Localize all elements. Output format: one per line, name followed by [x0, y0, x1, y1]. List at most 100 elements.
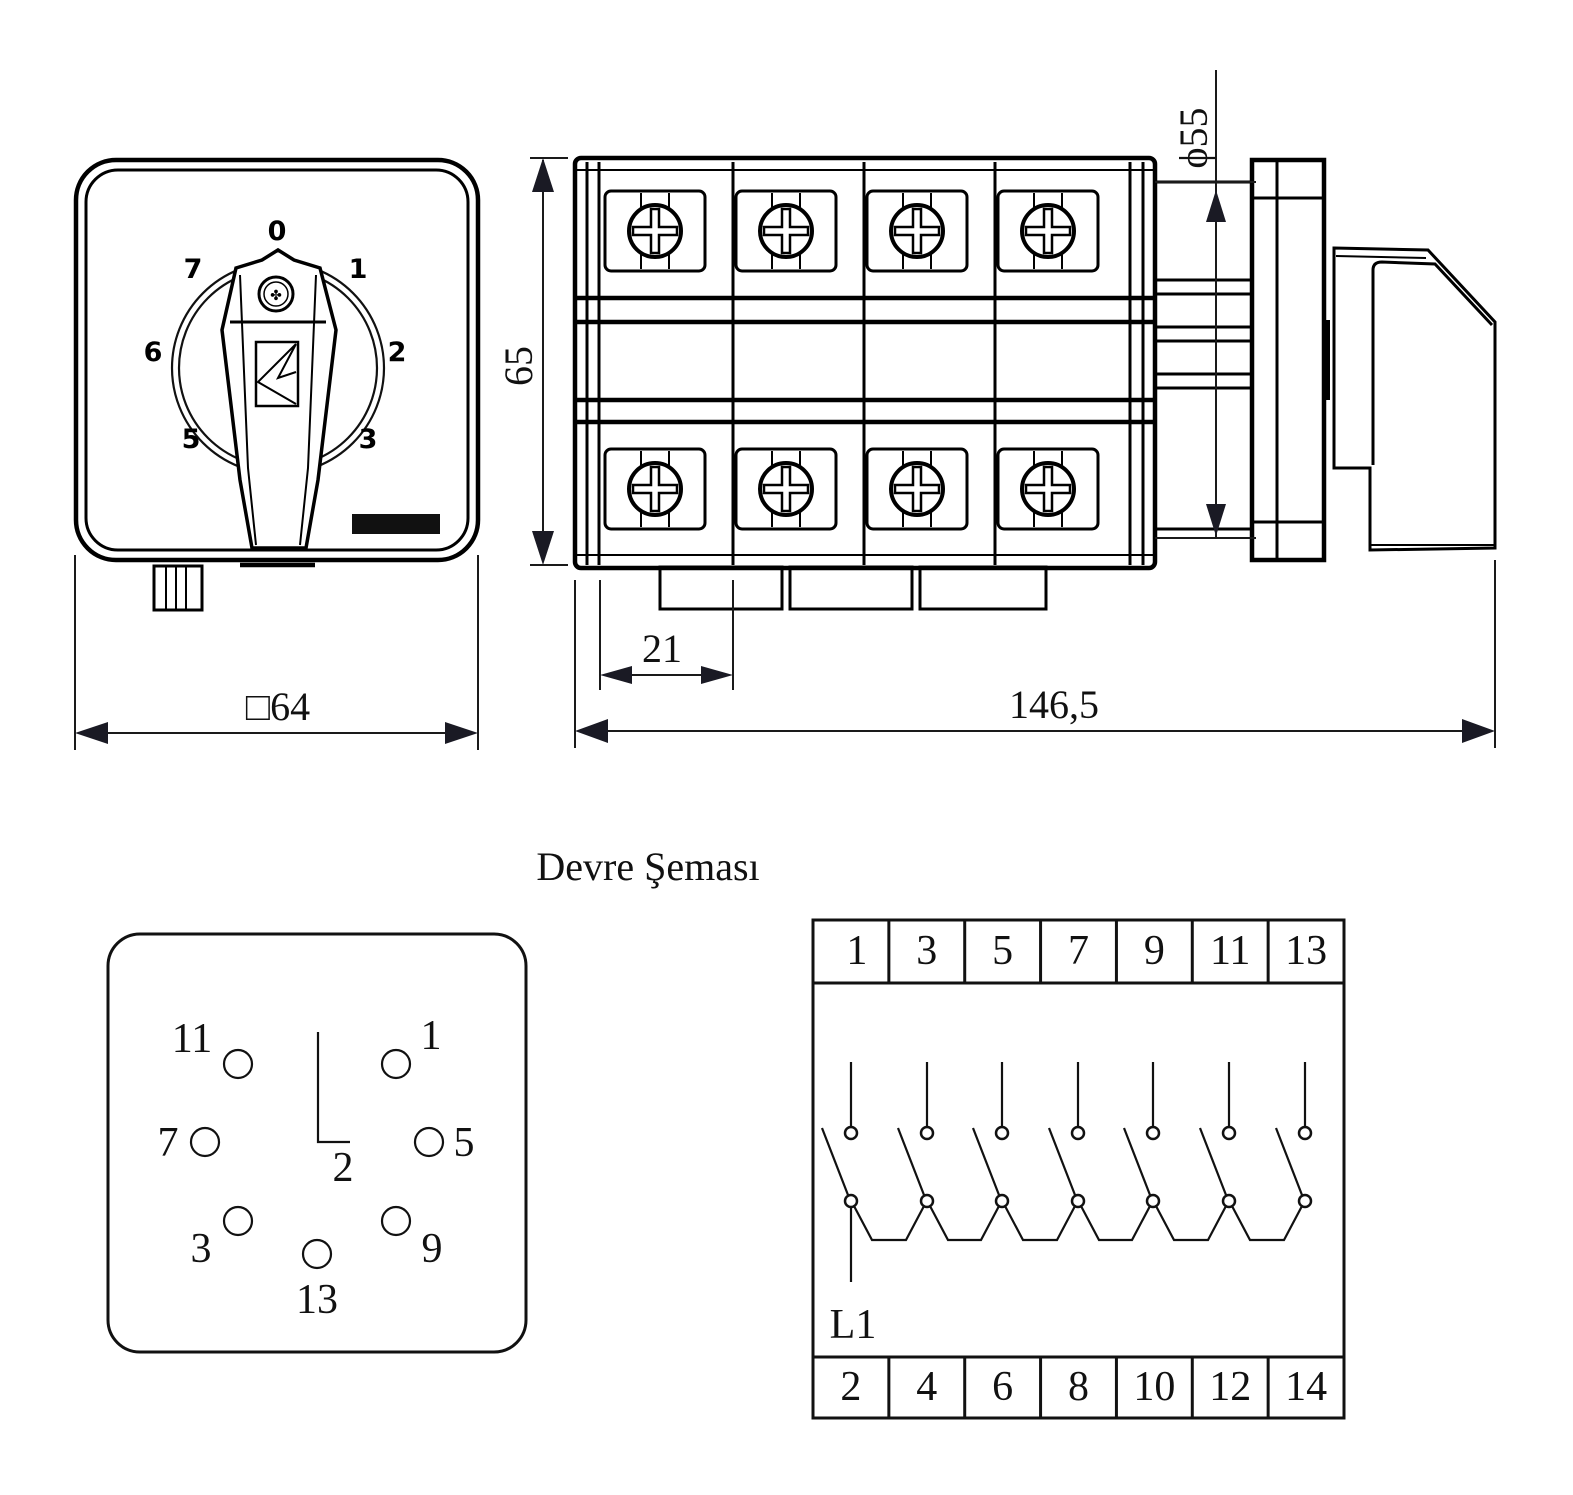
- bottom-terminal-label: 6: [992, 1364, 1013, 1410]
- bottom-terminal-label: 12: [1209, 1364, 1251, 1410]
- top-terminal-label: 11: [1210, 928, 1250, 974]
- screw-cross-icon: [1024, 207, 1072, 255]
- front-housing-outer: [73, 157, 481, 563]
- moving-blade: [1274, 1127, 1304, 1196]
- bus-link: [1004, 1205, 1076, 1242]
- dial-label-6: 6: [144, 337, 163, 368]
- top-terminal-label: 1: [846, 928, 867, 974]
- switch-contact: [1198, 1062, 1303, 1242]
- handle-side-edge: [1335, 255, 1427, 259]
- pivot-contact: [1297, 1193, 1313, 1209]
- handle-screw-ring: [263, 281, 289, 307]
- dial-label-0: 0: [268, 216, 287, 247]
- pivot-contact: [994, 1193, 1010, 1209]
- terminal-screw: [996, 189, 1100, 273]
- bus-link: [853, 1205, 925, 1242]
- dimension-diameter-label: ϕ55: [1171, 107, 1216, 168]
- switch-contact: [971, 1062, 1076, 1242]
- screw-cross-icon: ✤: [270, 288, 282, 304]
- top-terminal-label: 3: [916, 928, 937, 974]
- handle-side-inner: [1371, 260, 1494, 465]
- screw-cross-icon: [631, 465, 679, 513]
- terminal-label-1: 1: [421, 1013, 442, 1059]
- dimension-total-length-label: 146,5: [1009, 682, 1099, 727]
- dimension-diameter: [1155, 70, 1256, 539]
- schematic-frame: [811, 918, 1346, 1420]
- dimension-height: [530, 157, 568, 566]
- plate-washer: [1322, 320, 1330, 400]
- terminal-hole-5: [413, 1126, 445, 1158]
- terminal-label-13: 13: [296, 1277, 338, 1323]
- screw-cross-icon: [893, 207, 941, 255]
- foot-2: [788, 565, 914, 611]
- terminal-layout-frame: [106, 932, 528, 1354]
- dimension-front-width-label: □64: [246, 684, 310, 729]
- top-terminal-label: 9: [1144, 928, 1165, 974]
- input-label-l1: L1: [830, 1302, 877, 1348]
- dimension-front-width: [74, 555, 479, 750]
- bus-link: [1231, 1205, 1303, 1242]
- dial-label-2: 2: [388, 337, 407, 368]
- dimension-pitch-label: 21: [642, 626, 682, 671]
- terminal-label-11: 11: [172, 1016, 212, 1062]
- terminal-hole-13: [301, 1238, 333, 1270]
- screw-cross-icon: [1024, 465, 1072, 513]
- handle-side-profile[interactable]: [1332, 246, 1497, 552]
- terminal-screw: [865, 447, 969, 531]
- bottom-terminal-label: 14: [1285, 1364, 1327, 1410]
- dial-label-7: 7: [184, 254, 203, 285]
- handle-edge-left: [239, 274, 257, 546]
- terminal-screw: [996, 447, 1100, 531]
- fixed-contact: [843, 1125, 859, 1141]
- top-terminal-label: 7: [1068, 928, 1089, 974]
- terminal-label-3: 3: [191, 1226, 212, 1272]
- bottom-terminal-label: 10: [1133, 1364, 1175, 1410]
- switch-contact: [820, 1062, 925, 1242]
- bus-link: [1155, 1205, 1227, 1242]
- switch-contact: [1047, 1062, 1151, 1242]
- terminal-label-2: 2: [333, 1145, 354, 1191]
- pivot-contact: [1145, 1193, 1161, 1209]
- top-terminal-label: 5: [992, 928, 1013, 974]
- terminal-screw: [603, 189, 707, 273]
- terminal-hole-7: [189, 1126, 221, 1158]
- fixed-contact: [1070, 1125, 1086, 1141]
- handle-edge-right: [299, 274, 317, 546]
- fixed-contact: [1221, 1125, 1237, 1141]
- terminal-hole-3: [222, 1205, 254, 1237]
- bus-link: [929, 1205, 1000, 1242]
- pivot-contact: [1221, 1193, 1237, 1209]
- dimension-pitch: [599, 580, 734, 690]
- side-view: [572, 155, 1497, 611]
- bottom-terminal-label: 4: [916, 1364, 937, 1410]
- screw-cross-icon: [762, 207, 810, 255]
- padlock-knob: [152, 564, 204, 612]
- switch-contact: [1122, 1062, 1227, 1242]
- screw-cross-icon: [762, 465, 810, 513]
- terminal-label-5: 5: [454, 1120, 475, 1166]
- pivot-contact: [1070, 1193, 1086, 1209]
- dial-label-3: 3: [359, 424, 378, 455]
- terminal-screw: [603, 447, 707, 531]
- front-housing-inner: [84, 168, 470, 552]
- terminal-2-marker: [316, 1032, 350, 1144]
- terminal-hole-11: [222, 1048, 254, 1080]
- moving-blade: [820, 1127, 850, 1196]
- moving-blade: [1122, 1127, 1152, 1196]
- moving-blade: [896, 1127, 926, 1196]
- terminal-screw: [734, 447, 838, 531]
- moving-blade: [1198, 1127, 1228, 1196]
- terminal-layout: [106, 932, 528, 1354]
- fixed-contact: [994, 1125, 1010, 1141]
- terminal-screw: [734, 189, 838, 273]
- terminal-screw: [865, 189, 969, 273]
- switch-contact: [1274, 1062, 1313, 1209]
- switch-contact: [896, 1062, 1000, 1242]
- brand-logo-icon: [254, 340, 300, 408]
- shaft-area: [1153, 180, 1254, 531]
- fixed-contact: [919, 1125, 935, 1141]
- screw-cross-icon: [631, 207, 679, 255]
- dial-label-5: 5: [182, 424, 201, 455]
- dimension-total-length: [574, 560, 1496, 748]
